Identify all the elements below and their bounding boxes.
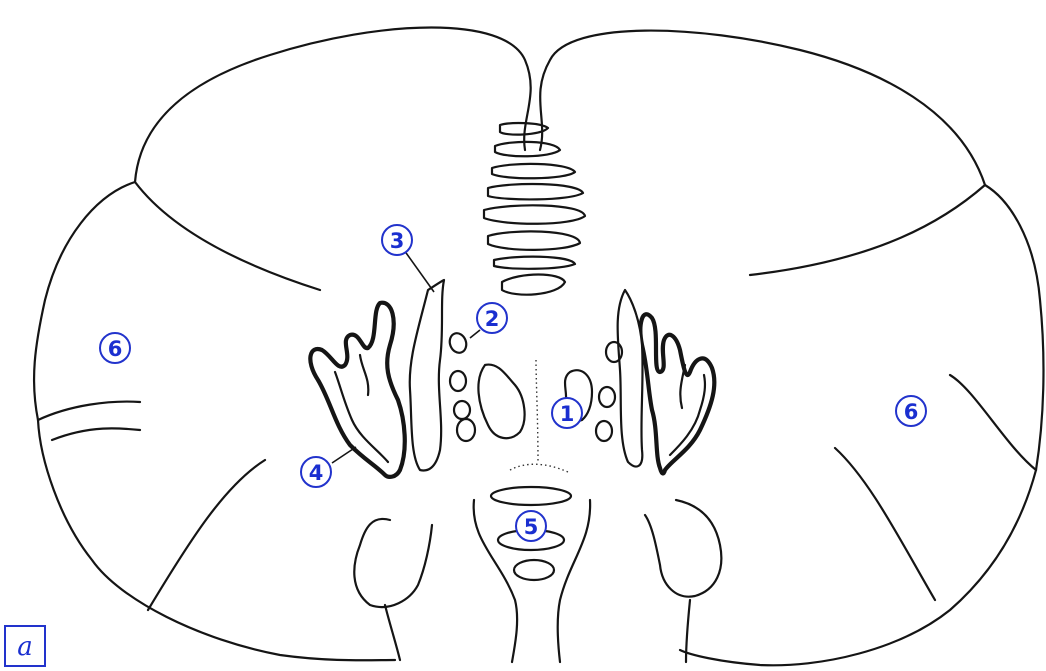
marker-6-left: 6 <box>100 333 130 363</box>
svg-text:5: 5 <box>524 515 539 539</box>
marker-5: 5 <box>516 511 546 541</box>
marker-6-right: 6 <box>896 396 926 426</box>
svg-text:2: 2 <box>485 307 500 331</box>
emboliform-nucleus-right <box>618 290 643 466</box>
dentate-nucleus-left-inner <box>335 372 388 462</box>
emboliform-nucleus-left <box>410 280 444 470</box>
inferior-structure-right <box>645 500 721 662</box>
inferior-structure-left <box>354 519 432 660</box>
svg-text:6: 6 <box>108 337 123 361</box>
svg-text:4: 4 <box>309 461 324 485</box>
svg-text:a: a <box>17 632 33 662</box>
dentate-nucleus-right-inner <box>670 375 705 455</box>
globose-nuclei <box>447 331 622 441</box>
fastigial-nucleus-left <box>478 365 524 439</box>
marker-3: 3 <box>382 225 412 255</box>
vermis-folia <box>484 123 585 295</box>
dentate-nucleus-left <box>310 303 404 477</box>
marker-4: 4 <box>301 457 331 487</box>
svg-text:1: 1 <box>560 402 575 426</box>
marker-2: 2 <box>477 303 507 333</box>
marker-1: 1 <box>552 398 582 428</box>
svg-text:6: 6 <box>904 400 919 424</box>
panel-label: a <box>5 626 45 666</box>
section-outline <box>34 28 1043 666</box>
svg-text:3: 3 <box>390 229 405 253</box>
